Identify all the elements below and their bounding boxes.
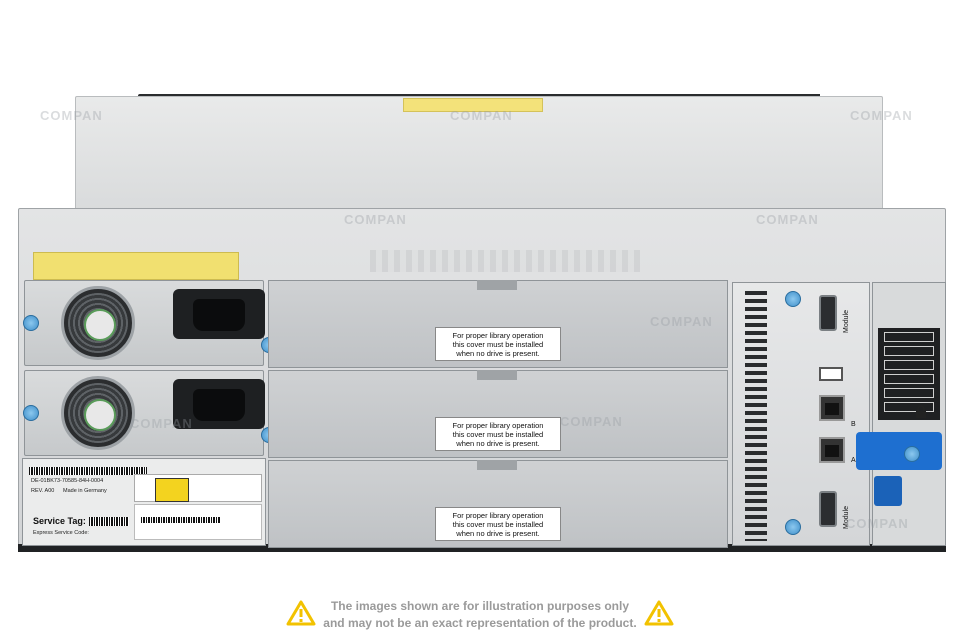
- ethernet-port-a[interactable]: [819, 437, 845, 463]
- power-socket[interactable]: [173, 289, 265, 339]
- watermark: COMPAN: [40, 108, 103, 123]
- sas-port-bottom[interactable]: [819, 491, 837, 527]
- thumb-screw[interactable]: [785, 291, 801, 307]
- watermark: COMPAN: [344, 212, 407, 227]
- power-supply-1[interactable]: [23, 280, 277, 366]
- regulatory-label: [134, 504, 262, 540]
- sas-port-top[interactable]: [819, 295, 837, 331]
- caution-label: [134, 474, 262, 502]
- watermark: COMPAN: [650, 314, 713, 329]
- warning-triangle-icon: [286, 600, 316, 626]
- illustration-disclaimer: The images shown are for illustration pu…: [200, 598, 760, 632]
- watermark: COMPAN: [850, 108, 913, 123]
- watermark: COMPAN: [560, 414, 623, 429]
- bay-notch: [477, 460, 517, 470]
- express-code-label: Express Service Code:: [33, 530, 89, 536]
- unlock-icon[interactable]: [874, 476, 902, 506]
- warning-sticker: [33, 252, 239, 280]
- magazine-indicator-panel: [878, 328, 940, 420]
- disclaimer-line-1: The images shown are for illustration pu…: [330, 599, 630, 613]
- barcode: [29, 467, 147, 475]
- disclaimer-line-2: and may not be an exact representation o…: [323, 616, 637, 630]
- port-b-label: B: [851, 421, 856, 428]
- fan-icon: [61, 286, 135, 360]
- io-vent: [745, 291, 767, 541]
- warning-triangle-icon: [644, 600, 674, 626]
- origin-text: Made in Germany: [63, 488, 107, 494]
- power-supply-2[interactable]: [23, 370, 277, 456]
- chassis-top-cover: [75, 96, 883, 211]
- chassis-base: [18, 544, 946, 552]
- thumb-screw[interactable]: [23, 405, 39, 421]
- top-cover-sticker: [403, 98, 543, 112]
- lock-icon: [916, 405, 926, 418]
- part-number-text: DE-01BK73-70585-84H-0004: [31, 478, 104, 484]
- caution-icon: [155, 478, 189, 502]
- module-label-top: Module: [843, 310, 850, 333]
- thumb-screw[interactable]: [904, 446, 920, 462]
- revision-text: REV. A00: [31, 488, 55, 494]
- ethernet-port-b[interactable]: [819, 395, 845, 421]
- usb-port[interactable]: [819, 367, 843, 381]
- bay-notch: [477, 370, 517, 380]
- service-tag-barcode: [89, 517, 129, 526]
- service-tag-label: Service Tag:: [33, 516, 86, 526]
- watermark: COMPAN: [846, 516, 909, 531]
- chassis-vent: [370, 250, 640, 272]
- thumb-screw[interactable]: [785, 519, 801, 535]
- magazine-release-latch[interactable]: [856, 432, 942, 470]
- thumb-screw[interactable]: [23, 315, 39, 331]
- watermark: COMPAN: [450, 108, 513, 123]
- fan-icon: [61, 376, 135, 450]
- watermark: COMPAN: [130, 416, 193, 431]
- power-socket[interactable]: [173, 379, 265, 429]
- port-a-label: A: [851, 457, 856, 464]
- watermark: COMPAN: [756, 212, 819, 227]
- bay-notch: [477, 280, 517, 290]
- io-module: Module B A Module: [732, 282, 870, 546]
